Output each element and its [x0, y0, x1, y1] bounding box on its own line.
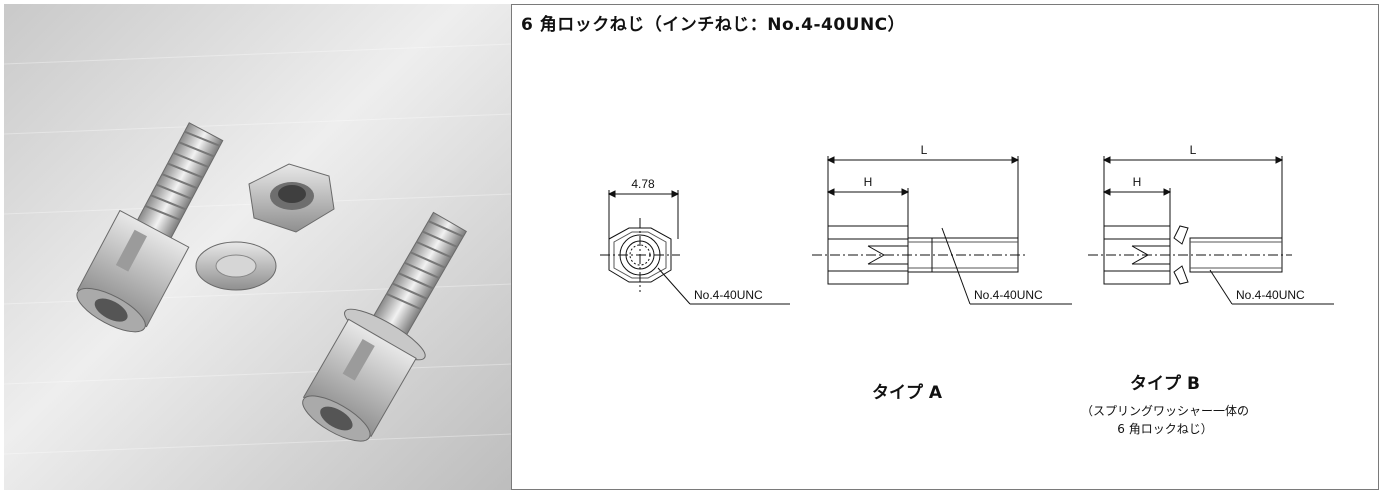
type-b-note: （スプリングワッシャー一体の 6 角ロックねじ）: [1060, 402, 1270, 438]
type-b-thread-label: No.4-40UNC: [1236, 288, 1305, 302]
type-a-side-view: [812, 156, 1072, 305]
type-a-length-label: L: [921, 143, 928, 157]
type-b-note-line1: （スプリングワッシャー一体の: [1080, 404, 1249, 418]
hex-front-view: [600, 190, 790, 305]
photo-illustration: [4, 4, 511, 490]
product-photo: [4, 4, 512, 490]
type-b-length-label: L: [1190, 143, 1197, 157]
front-thread-label: No.4-40UNC: [694, 288, 763, 302]
type-b-note-line2: 6 角ロックねじ）: [1117, 422, 1213, 436]
washer: [195, 241, 277, 291]
page-title: 6 角ロックねじ（インチねじ：No.4-40UNC）: [521, 15, 906, 35]
type-b-caption: タイプ B: [1130, 374, 1200, 394]
type-a-height-label: H: [864, 175, 873, 189]
type-b-height-label: H: [1133, 175, 1142, 189]
nut: [248, 163, 335, 233]
technical-drawing: 4.78 No.4-40UNC L H No.4-40UNC L H No.4-…: [600, 143, 1334, 305]
screw-right: [302, 211, 468, 442]
width-dimension-label: 4.78: [631, 177, 655, 191]
type-a-caption: タイプ A: [871, 383, 943, 403]
type-a-thread-label: No.4-40UNC: [974, 288, 1043, 302]
type-b-side-view: [1088, 156, 1334, 305]
screw-left: [76, 122, 224, 333]
